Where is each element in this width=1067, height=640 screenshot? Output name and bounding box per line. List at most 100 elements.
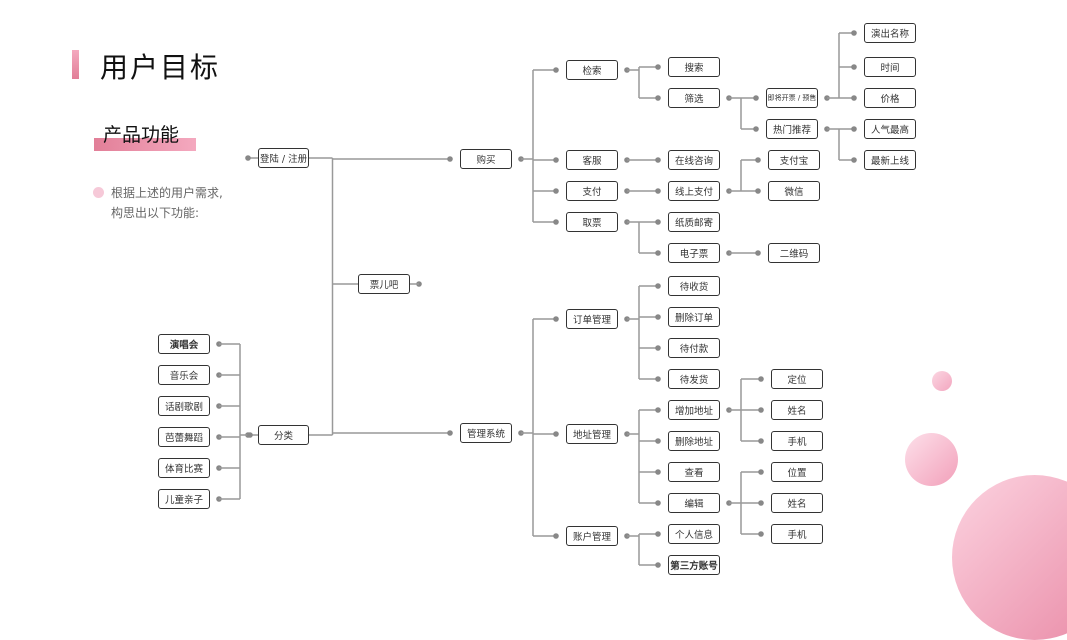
connector-dot xyxy=(655,250,661,256)
node-cat5: 体育比赛 xyxy=(158,458,210,478)
node-o2: 删除订单 xyxy=(668,307,720,327)
node-name2: 姓名 xyxy=(771,493,823,513)
connector-dot xyxy=(851,126,857,132)
connector-dot xyxy=(655,283,661,289)
connector-dot xyxy=(553,188,559,194)
node-cat2: 音乐会 xyxy=(158,365,210,385)
node-s-filter: 筛选 xyxy=(668,88,720,108)
connector-dot xyxy=(655,407,661,413)
decor-circle-small xyxy=(932,371,952,391)
connector-dot xyxy=(755,188,761,194)
node-loc: 定位 xyxy=(771,369,823,389)
connector-dot xyxy=(758,438,764,444)
connector-dot xyxy=(247,432,253,438)
connector-dot xyxy=(553,316,559,322)
connector-dot xyxy=(851,157,857,163)
decor-circle-medium xyxy=(905,433,958,486)
node-phone1: 手机 xyxy=(771,431,823,451)
node-f1: 演出名称 xyxy=(864,23,916,43)
node-pay: 支付 xyxy=(566,181,618,201)
node-a3: 查看 xyxy=(668,462,720,482)
node-s-search: 搜索 xyxy=(668,57,720,77)
node-service: 客服 xyxy=(566,150,618,170)
node-search: 检索 xyxy=(566,60,618,80)
connector-dot xyxy=(755,157,761,163)
connector-dot xyxy=(553,431,559,437)
connector-dot xyxy=(851,64,857,70)
node-a4: 编辑 xyxy=(668,493,720,513)
connector-dot xyxy=(655,64,661,70)
connector-dot xyxy=(655,500,661,506)
connector-dot xyxy=(553,219,559,225)
node-pos: 位置 xyxy=(771,462,823,482)
connector-dot xyxy=(851,30,857,36)
node-paper: 纸质邮寄 xyxy=(668,212,720,232)
node-u2: 第三方账号 xyxy=(668,555,720,575)
node-alipay: 支付宝 xyxy=(768,150,820,170)
connector-dot xyxy=(553,67,559,73)
node-order: 订单管理 xyxy=(566,309,618,329)
title-accent-bar xyxy=(72,50,79,79)
connector-dot xyxy=(655,219,661,225)
node-name1: 姓名 xyxy=(771,400,823,420)
connector-dot xyxy=(655,438,661,444)
node-cat1: 演唱会 xyxy=(158,334,210,354)
node-cat4: 芭蕾舞蹈 xyxy=(158,427,210,447)
connector-dot xyxy=(655,345,661,351)
node-u1: 个人信息 xyxy=(668,524,720,544)
node-buy: 购买 xyxy=(460,149,512,169)
connector-dot xyxy=(655,157,661,163)
connector-dot xyxy=(758,531,764,537)
connector-dot xyxy=(851,95,857,101)
bullet-dot xyxy=(93,187,104,198)
connector-dot xyxy=(655,376,661,382)
node-o3: 待付款 xyxy=(668,338,720,358)
connector-dot xyxy=(245,155,251,161)
section-subtitle: 产品功能 xyxy=(103,124,180,146)
node-f4: 人气最高 xyxy=(864,119,916,139)
connector-dot xyxy=(758,469,764,475)
node-onlinepay: 线上支付 xyxy=(668,181,720,201)
connector-dot xyxy=(755,250,761,256)
connector-lines xyxy=(216,30,857,568)
node-a2: 删除地址 xyxy=(668,431,720,451)
node-ticket: 取票 xyxy=(566,212,618,232)
node-qrcode: 二维码 xyxy=(768,243,820,263)
node-presale: 即将开票 / 预售 xyxy=(766,88,818,108)
node-account: 账户管理 xyxy=(566,526,618,546)
node-address: 地址管理 xyxy=(566,424,618,444)
node-f2: 时间 xyxy=(864,57,916,77)
node-manage: 管理系统 xyxy=(460,423,512,443)
connector-dot xyxy=(655,562,661,568)
description-line-1: 根据上述的用户需求, xyxy=(111,186,223,200)
connector-dot xyxy=(447,156,453,162)
connector-dot xyxy=(758,500,764,506)
connector-dot xyxy=(553,533,559,539)
connector-dot xyxy=(447,430,453,436)
node-f5: 最新上线 xyxy=(864,150,916,170)
connector-dot xyxy=(655,314,661,320)
node-hot: 热门推荐 xyxy=(766,119,818,139)
node-a1: 增加地址 xyxy=(668,400,720,420)
description: 根据上述的用户需求, 构思出以下功能: xyxy=(111,183,223,223)
page-title: 用户目标 xyxy=(100,51,221,84)
connector-dot xyxy=(758,407,764,413)
connector-dot xyxy=(655,469,661,475)
node-category: 分类 xyxy=(258,425,309,445)
connector-dot xyxy=(753,126,759,132)
subtitle-highlight xyxy=(94,138,196,151)
node-login: 登陆 / 注册 xyxy=(258,148,309,168)
description-line-2: 构思出以下功能: xyxy=(111,206,200,220)
connector-dot xyxy=(758,376,764,382)
node-cat3: 话剧歌剧 xyxy=(158,396,210,416)
connector-dot xyxy=(655,95,661,101)
connector-dot xyxy=(753,95,759,101)
node-eticket: 电子票 xyxy=(668,243,720,263)
node-f3: 价格 xyxy=(864,88,916,108)
connector-dot xyxy=(655,188,661,194)
node-cat6: 儿童亲子 xyxy=(158,489,210,509)
node-phone2: 手机 xyxy=(771,524,823,544)
node-root: 票儿吧 xyxy=(358,274,410,294)
connector-dot xyxy=(655,531,661,537)
node-wechat: 微信 xyxy=(768,181,820,201)
